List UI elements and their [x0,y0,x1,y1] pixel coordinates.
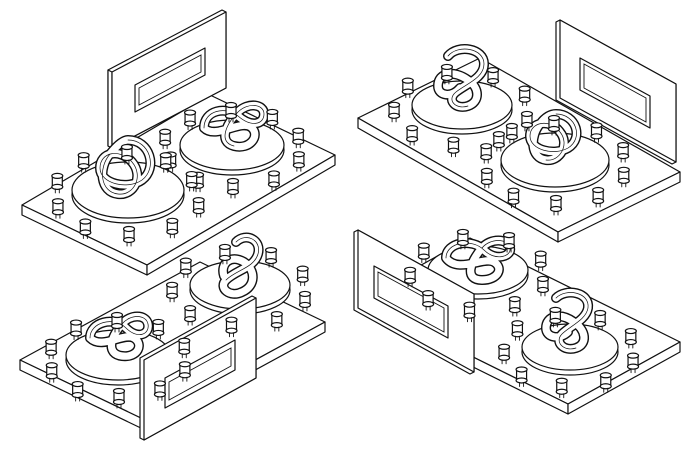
chair-icon [224,101,238,123]
chair-icon [536,275,550,297]
chair-icon [110,311,124,333]
chair-icon [599,372,612,393]
chair-icon [122,225,136,247]
back-wall [555,19,677,165]
chair-icon [505,122,518,144]
chair-icon [440,63,454,85]
chair-icon [218,243,232,265]
chair-icon [178,337,191,359]
chair-icon [534,250,547,272]
chair-icon [159,152,172,173]
chair-icon [292,127,305,149]
chair-icon [447,136,460,158]
chair-icon [401,77,414,99]
front-wall [353,229,475,375]
chair-icon [617,166,630,188]
chair-icon [486,66,500,88]
chair-icon [507,187,520,209]
chair-icon [112,387,126,409]
trefoil-knot [95,135,156,200]
chair-icon [296,265,309,287]
trefoil-knot [218,232,264,299]
chair-icon [225,316,238,338]
chair-icon [555,377,568,399]
figure-eight-knot [541,287,593,354]
chair-icon [549,306,562,328]
chair-icon [592,186,605,208]
chair-icon [463,301,476,323]
figure-eight-knot [433,44,489,112]
chair-icon [183,109,197,131]
chair-icon [497,343,511,365]
chair-icon [590,122,603,143]
chair-icon [511,320,524,341]
chair-icon [518,85,531,107]
chair-icon [71,380,84,402]
chair-icon [547,114,561,136]
panel-bottom-left [19,232,326,441]
chair-icon [266,108,279,130]
chair-icon [492,130,505,152]
chair-icon [387,101,401,123]
chair-icon [192,197,205,218]
chair-icon [417,242,430,264]
chair-icon [456,228,470,250]
chairs [45,63,640,409]
back-wall [107,9,227,149]
chair-icon [51,172,64,194]
chair-icon [594,309,607,331]
chair-icon [298,290,312,312]
chair-icon [520,110,534,132]
chair-icon [480,167,493,189]
chair-icon [120,143,134,165]
chair-icon [270,310,283,332]
chair-icon [152,318,165,340]
chair-icon [502,231,516,253]
chair-icon [626,352,640,374]
chair-icon [79,218,92,239]
chair-icon [515,366,528,387]
chair-icon [45,338,58,360]
chair-icon [406,125,419,146]
chair-icon [422,290,435,311]
chair-icon [508,295,521,317]
chair-icon [165,281,179,303]
chair-icon [624,327,637,349]
chair-icon [51,198,65,219]
panel-top-right [357,19,681,243]
chair-icon [267,170,281,191]
chair-icon [264,246,278,268]
chair-icon [549,194,563,216]
chair-icon [166,217,179,239]
chair-icon [617,142,630,163]
chair-icon [184,305,197,326]
chair-icon [159,128,172,150]
chair-icon [178,361,191,382]
chair-icon [77,152,90,173]
chair-icon [179,257,192,279]
chair-icon [45,362,58,383]
chair-icon [480,143,493,164]
chair-icon [69,319,83,341]
chair-icon [226,177,240,199]
chair-icon [292,151,305,172]
chair-icon [185,170,198,192]
trefoil-knot [525,109,582,166]
panel-top-left [21,9,336,276]
chair-icon [403,266,417,288]
chair-icon [153,380,167,401]
